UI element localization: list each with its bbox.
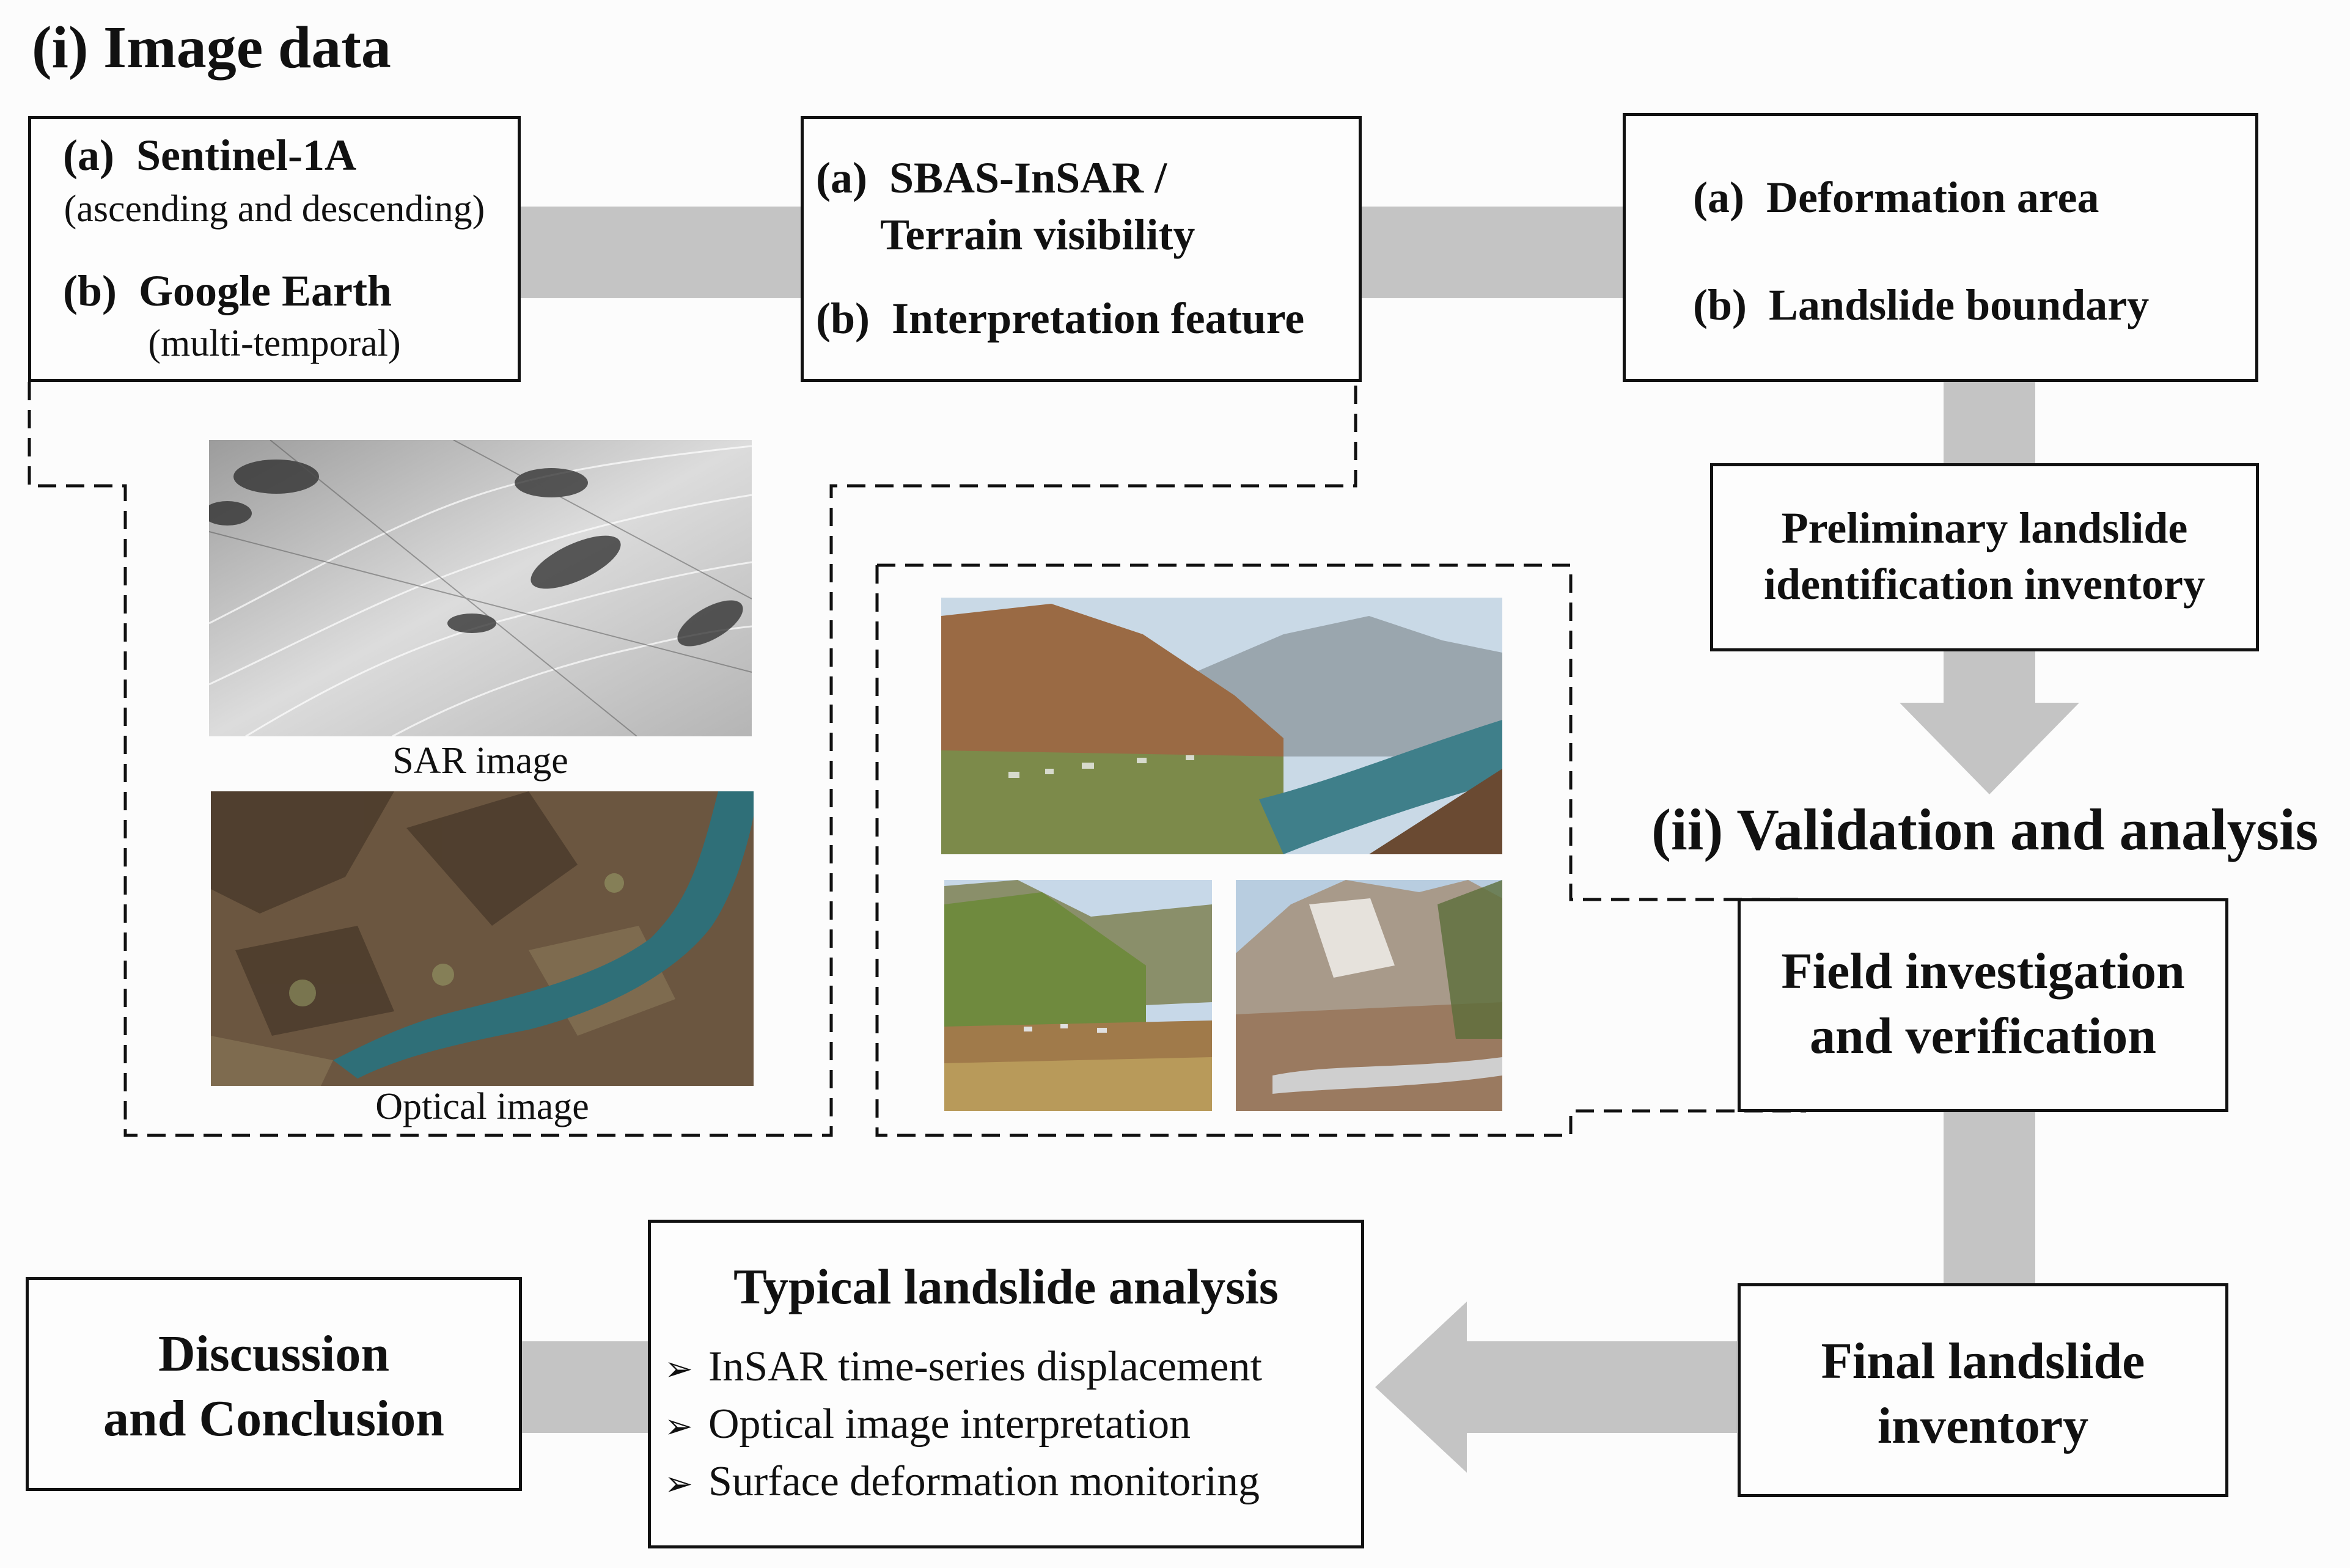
preliminary-line1: Preliminary landslide xyxy=(1781,504,2188,552)
arrow-bullet-icon: ➢ xyxy=(664,1465,693,1503)
arrow-bullet-icon: ➢ xyxy=(664,1408,693,1446)
method-box: (a) SBAS-InSAR / Terrain visibility (b) … xyxy=(801,116,1362,382)
terrain-visibility-label: Terrain visibility xyxy=(880,210,1195,259)
left-arrow xyxy=(1375,1302,1737,1473)
deformation-area-label: (a) Deformation area xyxy=(1693,173,2099,222)
final-line2: inventory xyxy=(1877,1398,2089,1454)
discussion-line1: Discussion xyxy=(158,1325,390,1382)
landslide-boundary-label: (b) Landslide boundary xyxy=(1693,280,2150,329)
interpretation-label: (b) Interpretation feature xyxy=(816,294,1305,343)
final-inventory-box: Final landslide inventory xyxy=(1738,1283,2228,1497)
google-earth-sub: (multi-temporal) xyxy=(148,323,401,364)
image-data-dashed-frame xyxy=(28,382,1357,1137)
connector-analysis-discussion xyxy=(521,1341,652,1433)
optical-caption: Optical image xyxy=(375,1086,589,1127)
sar-image xyxy=(209,440,752,736)
list-item: ➢InSAR time-series displacement xyxy=(664,1343,1262,1390)
result-box: (a) Deformation area (b) Landslide bound… xyxy=(1623,113,2258,382)
sentinel-sub: (ascending and descending) xyxy=(64,188,485,230)
field-line1: Field investigation xyxy=(1781,943,2185,1000)
google-earth-label: (b) Google Earth xyxy=(63,266,392,315)
field-photo-valley xyxy=(944,880,1212,1111)
connector-method-result xyxy=(1360,207,1623,298)
list-item: ➢Optical image interpretation xyxy=(664,1401,1191,1448)
discussion-line2: and Conclusion xyxy=(103,1390,444,1447)
data-source-box: (a) Sentinel-1A (ascending and descendin… xyxy=(28,116,521,382)
field-photo-cliff xyxy=(1236,880,1502,1111)
optical-image xyxy=(211,791,754,1086)
field-investigation-box: Field investigation and verification xyxy=(1738,898,2228,1112)
validation-title: (ii) Validation and analysis xyxy=(1651,797,2319,862)
preliminary-line2: identification inventory xyxy=(1764,560,2205,609)
sentinel-label: (a) Sentinel-1A xyxy=(63,131,356,180)
discussion-box: Discussion and Conclusion xyxy=(26,1277,522,1491)
field-photos-dashed-frame-bottom xyxy=(875,565,1806,1137)
sbas-label: (a) SBAS-InSAR / xyxy=(816,153,1167,202)
preliminary-inventory-box: Preliminary landslide identification inv… xyxy=(1710,463,2259,651)
field-line2: and verification xyxy=(1810,1008,2156,1064)
analysis-title: Typical landslide analysis xyxy=(733,1259,1279,1314)
connector-field-final xyxy=(1944,1106,2035,1289)
connector-result-preliminary xyxy=(1944,379,2035,464)
arrow-bullet-icon: ➢ xyxy=(664,1350,693,1388)
field-photo-panorama xyxy=(941,598,1502,854)
down-arrow xyxy=(1900,651,2079,794)
list-item: ➢Surface deformation monitoring xyxy=(664,1458,1260,1505)
analysis-box: Typical landslide analysis ➢InSAR time-s… xyxy=(648,1220,1364,1548)
image-data-title: (i) Image data xyxy=(32,15,391,81)
final-line1: Final landslide xyxy=(1821,1333,2145,1390)
field-photos-dashed-frame xyxy=(877,563,1806,901)
connector-data-method xyxy=(521,207,802,298)
sar-caption: SAR image xyxy=(392,740,568,782)
